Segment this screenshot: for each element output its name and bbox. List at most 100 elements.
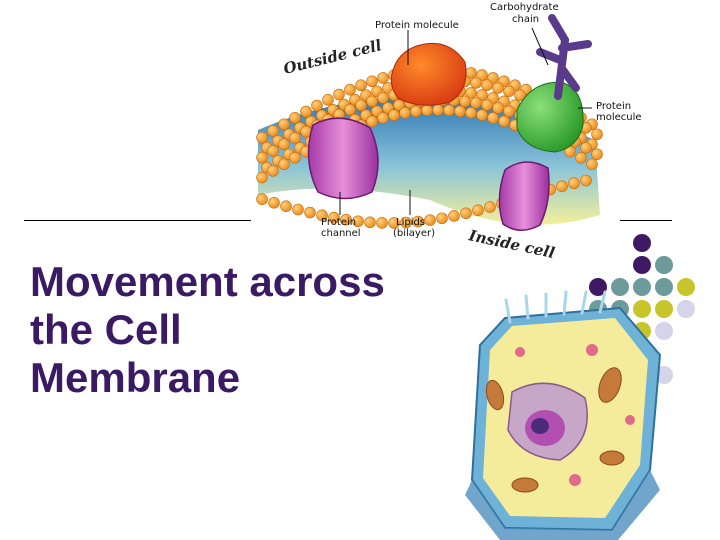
decor-dot-teal — [655, 256, 673, 274]
lipid-head — [267, 165, 279, 177]
lipid-head — [436, 212, 448, 225]
lipid-head — [256, 193, 268, 205]
lipid-head — [399, 107, 411, 119]
lipid-head — [492, 82, 504, 94]
lipid-head — [443, 104, 455, 117]
lipid-head — [580, 174, 592, 187]
lipid-head — [388, 217, 400, 229]
label-lipids-line1: Lipids — [396, 217, 425, 228]
lipid-head — [278, 118, 290, 131]
lipid-head — [366, 95, 378, 108]
protein-molecule-top — [390, 42, 467, 106]
lipid-head — [366, 115, 378, 128]
lipid-head — [268, 196, 280, 209]
lipid-head — [304, 206, 316, 219]
lipid-head — [316, 209, 328, 222]
lipid-head — [575, 151, 587, 164]
decor-dot-olive — [677, 278, 695, 296]
lipid-head — [377, 92, 389, 104]
lipid-head — [460, 207, 472, 220]
decor-dot-olive — [655, 300, 673, 318]
lipid-head — [333, 88, 345, 101]
lipid-head — [412, 215, 424, 228]
lipid-head — [364, 216, 376, 229]
lipid-head — [256, 151, 268, 164]
lipid-head — [388, 109, 400, 121]
lipid-head — [476, 69, 488, 81]
lipid-head — [454, 105, 466, 118]
label-protein-channel-line2: channel — [321, 228, 361, 239]
lipid-head — [267, 145, 279, 157]
lipid-head — [289, 131, 301, 144]
protein-channel-left — [307, 117, 379, 200]
label-carbohydrate-line1: Carbohydrate — [490, 2, 559, 13]
lipid-head — [465, 87, 477, 99]
decor-dot-teal — [611, 278, 629, 296]
label-protein-right-line2: molecule — [596, 112, 642, 123]
lipid-head — [591, 148, 603, 161]
lipid-head — [476, 109, 488, 121]
lipid-head — [377, 112, 389, 124]
slide-title-line-1: Movement across — [30, 258, 385, 305]
lipid-head — [421, 104, 433, 117]
title-rule-left — [24, 220, 251, 221]
slide-title-line-2: the Cell — [30, 306, 182, 353]
lipid-head — [400, 216, 412, 229]
lipid-head — [366, 75, 378, 88]
lipid-head — [256, 131, 268, 144]
lipid-head — [289, 111, 301, 124]
label-inside-cell: Inside cell — [466, 226, 556, 262]
lipid-head — [355, 79, 367, 92]
slide-title: Movement across the Cell Membrane — [30, 258, 450, 402]
lipid-head — [492, 102, 504, 114]
decor-dot-lavender — [677, 300, 695, 318]
lipid-head — [484, 201, 496, 213]
lipid-head — [424, 214, 436, 226]
lipid-head — [498, 115, 510, 128]
lipid-head — [300, 105, 312, 118]
lipid-head — [278, 138, 290, 151]
lipid-head — [481, 79, 493, 91]
lipid-head — [503, 105, 515, 118]
lipid-head — [355, 99, 367, 112]
lipid-head — [344, 83, 356, 96]
lipid-head — [514, 89, 526, 102]
lipid-head — [556, 180, 568, 193]
lipid-head — [470, 77, 482, 89]
label-protein-channel-line1: Protein — [321, 217, 356, 228]
lipid-head — [352, 215, 364, 228]
protein-molecule-green — [516, 81, 584, 153]
lipid-head — [410, 105, 422, 118]
lipid-head — [568, 177, 580, 190]
lipid-head — [481, 99, 493, 111]
protein-channel-right — [498, 161, 550, 231]
lipid-head — [470, 97, 482, 109]
lipid-head — [580, 141, 592, 154]
title-rule-right — [620, 220, 672, 221]
lipid-head — [586, 158, 598, 171]
lipid-head — [292, 203, 304, 216]
lipid-head — [289, 151, 301, 164]
carbohydrate-chain — [536, 14, 592, 100]
decor-dot-purple — [633, 234, 651, 252]
slide-title-line-3: Membrane — [30, 354, 241, 401]
lipid-head — [393, 99, 405, 111]
lipid-head — [376, 217, 388, 229]
label-protein-right-line1: Protein — [596, 101, 631, 112]
decor-dot-teal — [655, 278, 673, 296]
lipid-head — [267, 125, 279, 137]
lipid-head — [344, 103, 356, 116]
decor-dot-olive — [633, 300, 651, 318]
lipid-head — [311, 99, 323, 112]
lipid-head — [432, 104, 444, 116]
lipid-head — [465, 107, 477, 119]
lipid-head — [377, 72, 389, 84]
decor-dot-purple — [589, 278, 607, 296]
label-outside-cell: Outside cell — [282, 36, 384, 78]
lipid-head — [591, 128, 603, 141]
lipid-head — [280, 200, 292, 213]
lipid-head — [459, 95, 471, 108]
lipid-head — [256, 171, 268, 184]
lipid-head — [448, 210, 460, 222]
